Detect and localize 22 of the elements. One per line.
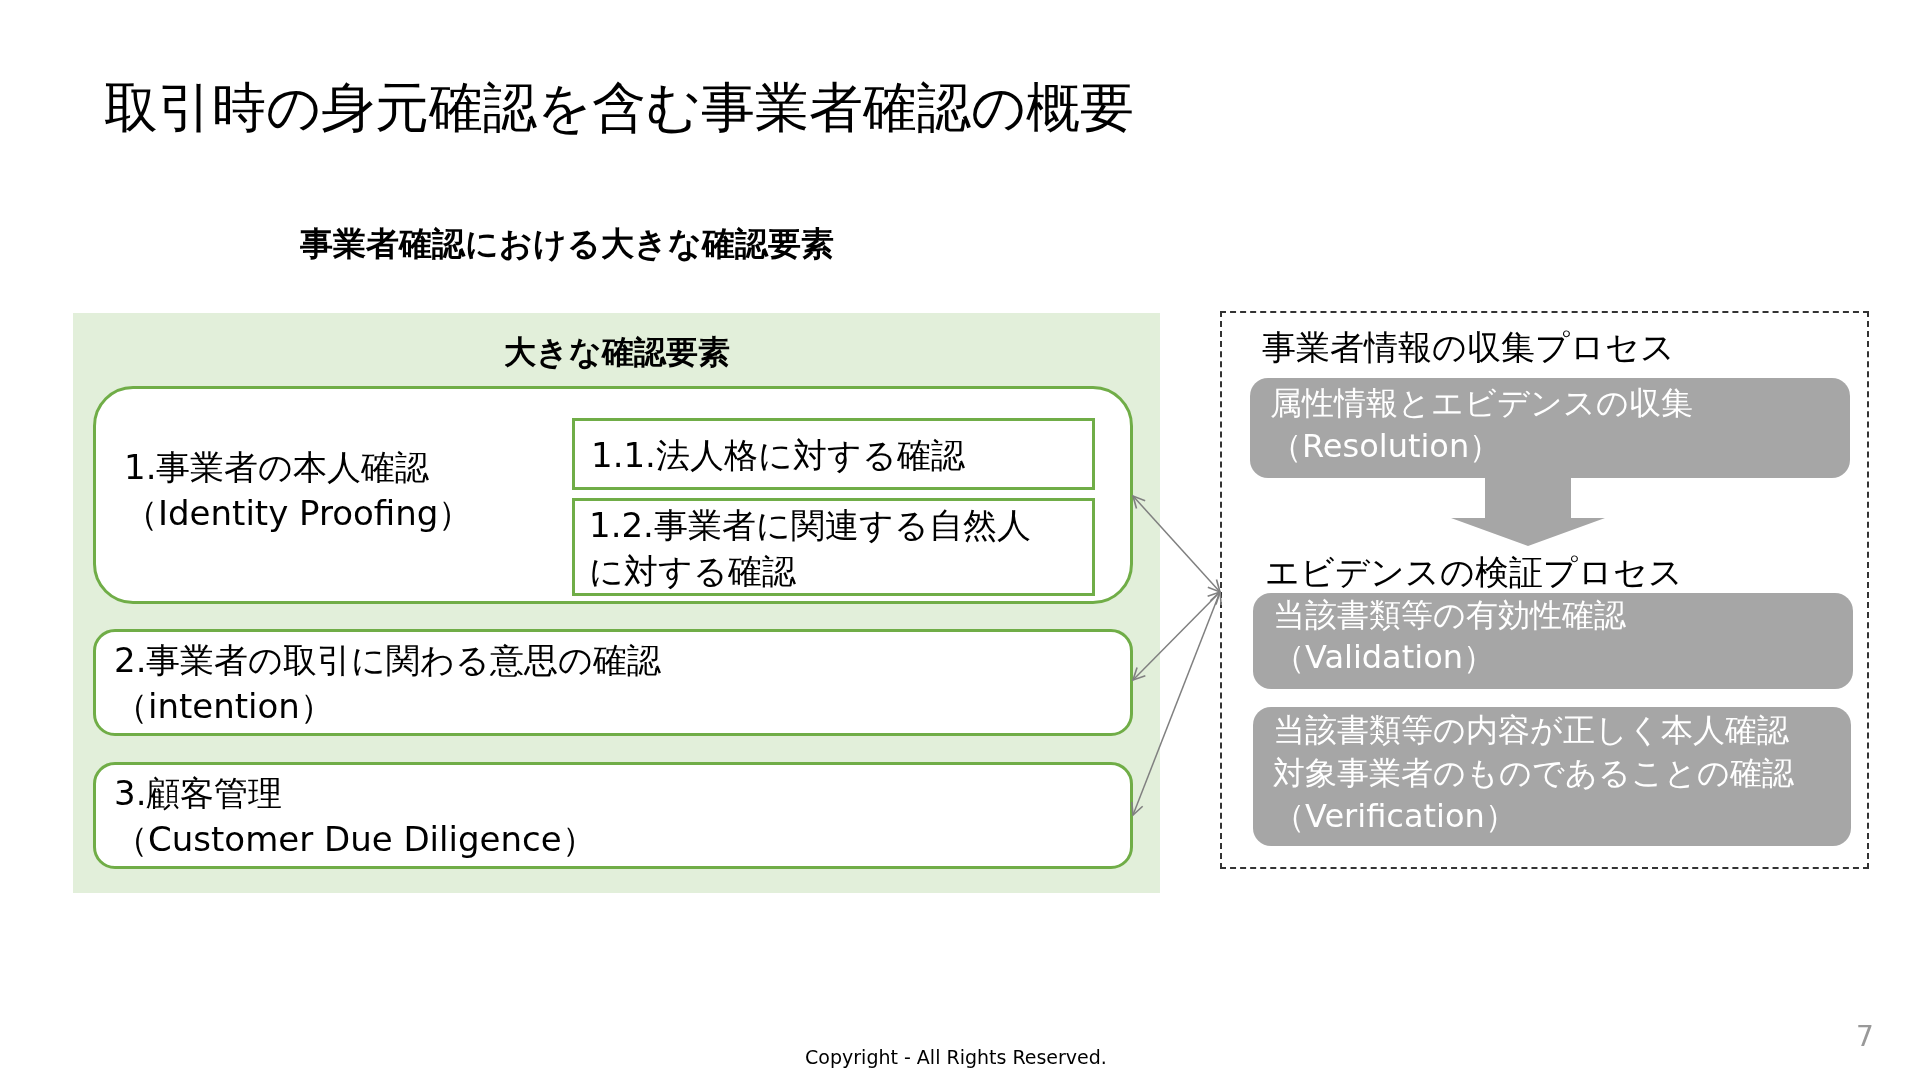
group-heading: 事業者情報の収集プロセス <box>1262 326 1675 369</box>
section-heading: 事業者確認における大きな確認要素 <box>300 223 834 265</box>
slide-title: 取引時の身元確認を含む事業者確認の概要 <box>104 75 1134 141</box>
group-panel <box>73 313 1160 893</box>
box-text: 1.事業者の本人確認（Identity Proofing） <box>124 446 474 535</box>
panel-heading: 大きな確認要素 <box>502 332 731 373</box>
arrow <box>1131 591 1222 816</box>
process-box: 当該書類等の有効性確認（Validation） <box>1253 593 1853 689</box>
rounded-box: 2.事業者の取引に関わる意思の確認（intention） <box>93 629 1133 736</box>
rounded-box <box>93 386 1133 604</box>
arrow <box>1132 495 1221 593</box>
page-number: 7 <box>1856 1020 1874 1053</box>
rounded-box: 3.顧客管理（Customer Due Diligence） <box>93 762 1133 869</box>
item-box: 1.2.事業者に関連する自然人に対する確認 <box>572 498 1095 596</box>
block-arrow <box>1451 478 1605 546</box>
process-box: 属性情報とエビデンスの収集（Resolution） <box>1250 378 1850 478</box>
dashed-group-box <box>1220 311 1869 869</box>
process-box: 当該書類等の内容が正しく本人確認対象事業者のものであることの確認（Verification） <box>1253 707 1851 846</box>
group-heading: エビデンスの検証プロセス <box>1265 551 1683 594</box>
copyright-text: Copyright - All Rights Reserved. <box>804 1046 1108 1068</box>
arrow <box>1132 591 1221 681</box>
item-box: 1.1.法人格に対する確認 <box>572 418 1095 490</box>
